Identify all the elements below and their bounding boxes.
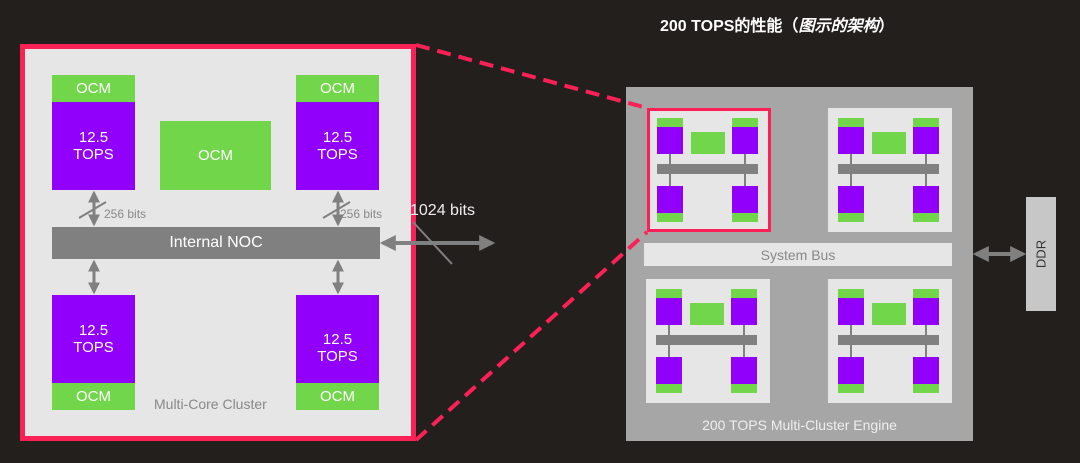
link-width-right: 256 bits xyxy=(340,207,383,221)
mini-core xyxy=(838,298,864,325)
mini-core xyxy=(838,127,864,154)
mini-ocm xyxy=(732,213,758,222)
mini-core xyxy=(656,298,682,325)
mini-noc xyxy=(838,335,939,345)
mini-ocm xyxy=(732,118,758,127)
engine-label: 200 TOPS Multi-Cluster Engine xyxy=(702,417,897,433)
bus-slash-external xyxy=(412,221,453,265)
mini-ocm xyxy=(838,384,864,393)
mini-core xyxy=(838,186,864,213)
mini-ocm xyxy=(838,289,864,298)
mini-link xyxy=(743,325,745,365)
mini-noc xyxy=(838,164,939,174)
engine-cluster-bottom-right xyxy=(828,279,952,403)
mini-ocm xyxy=(657,118,683,127)
mini-ocm xyxy=(656,289,682,298)
mini-core xyxy=(731,298,757,325)
ocm-center: OCM xyxy=(160,121,271,190)
mini-core xyxy=(731,357,757,384)
mini-ocm xyxy=(656,384,682,393)
mini-ocm-center xyxy=(690,303,724,325)
mini-ocm xyxy=(731,384,757,393)
mini-core xyxy=(913,357,939,384)
zoom-dashed-line-bottom xyxy=(414,230,649,442)
mini-core xyxy=(732,127,758,154)
mini-ocm xyxy=(838,118,864,127)
system-bus: System Bus xyxy=(644,243,952,266)
ocm-bottom-right: OCM xyxy=(296,383,379,410)
engine-cluster-top-right xyxy=(828,108,952,232)
title-italic: 图示的架构 xyxy=(798,18,879,35)
mini-ocm xyxy=(913,384,939,393)
link-width-left: 256 bits xyxy=(104,207,147,221)
mini-ocm xyxy=(731,289,757,298)
mini-core xyxy=(732,186,758,213)
mini-ocm xyxy=(838,213,864,222)
mini-ocm-center xyxy=(872,303,906,325)
mini-link xyxy=(925,154,927,194)
mini-ocm-center xyxy=(691,132,725,154)
mini-core xyxy=(913,186,939,213)
bus-slash-right xyxy=(322,201,351,219)
ocm-top-left: OCM xyxy=(52,75,135,102)
mini-ocm xyxy=(913,118,939,127)
mini-link xyxy=(668,325,670,365)
mini-noc xyxy=(656,335,757,345)
mini-link xyxy=(925,325,927,365)
mini-core xyxy=(913,127,939,154)
cluster-label: Multi-Core Cluster xyxy=(154,396,267,412)
mini-link xyxy=(669,154,671,194)
mini-core xyxy=(913,298,939,325)
engine-cluster-bottom-left xyxy=(646,279,770,403)
page-title: 200 TOPS的性能（图示的架构） xyxy=(660,18,895,35)
mini-link xyxy=(850,154,852,194)
zoom-dashed-line-top xyxy=(415,43,648,110)
mini-ocm xyxy=(657,213,683,222)
external-link-width: 1024 bits xyxy=(410,202,475,219)
bus-slash-left xyxy=(78,201,107,219)
ocm-bottom-left: OCM xyxy=(52,383,135,410)
engine-cluster-top-left xyxy=(647,108,771,232)
mini-core xyxy=(656,357,682,384)
mini-core xyxy=(657,186,683,213)
mini-core xyxy=(838,357,864,384)
mini-ocm xyxy=(913,289,939,298)
mini-link xyxy=(744,154,746,194)
mini-ocm xyxy=(913,213,939,222)
mini-noc xyxy=(657,164,758,174)
ocm-top-right: OCM xyxy=(296,75,379,102)
mini-link xyxy=(850,325,852,365)
mini-core xyxy=(657,127,683,154)
ddr-memory: DDR xyxy=(1026,197,1056,311)
mini-ocm-center xyxy=(872,132,906,154)
internal-noc: Internal NOC xyxy=(52,227,380,259)
